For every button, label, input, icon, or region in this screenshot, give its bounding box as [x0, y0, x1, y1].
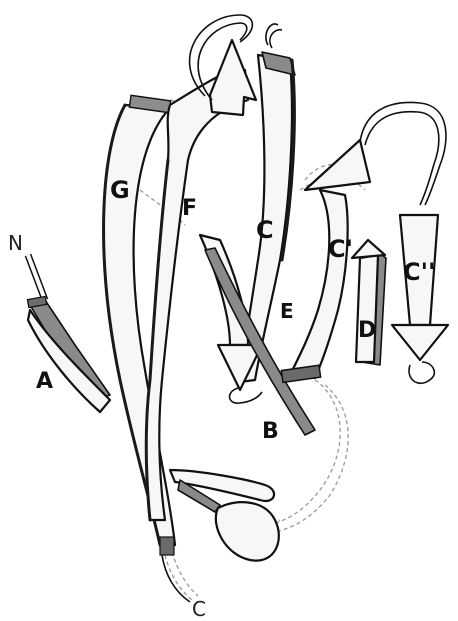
label-strand-b: B: [262, 419, 279, 444]
label-strand-d: D: [358, 318, 376, 343]
label-strand-c-prime: C': [328, 235, 353, 263]
loop-c-bottom: [230, 388, 262, 403]
strand-c-prime-arrowhead: [305, 140, 370, 190]
dashed-loop-b-lower-2: [275, 385, 348, 532]
label-n-terminus: N: [8, 231, 23, 255]
label-strand-c-double-prime: C'': [403, 258, 435, 286]
label-c-terminus: C: [192, 597, 206, 621]
strand-c-double-prime-arrowhead: [392, 325, 448, 360]
strand-a: [27, 296, 110, 412]
label-strand-e: E: [280, 299, 294, 323]
label-strand-f: F: [182, 196, 197, 221]
label-strand-c: C: [256, 216, 274, 244]
strand-f-arrowhead: [210, 40, 256, 115]
loop-bottom-twist: [170, 470, 279, 561]
label-strand-g: G: [110, 176, 130, 204]
loop-c-prime-to-c-double-prime: [360, 102, 446, 205]
strand-d: [352, 240, 386, 365]
loop-c-double-prime-to-d: [409, 362, 434, 383]
n-terminus-stick: [28, 255, 45, 300]
dashed-loop-b-lower: [270, 380, 340, 525]
strand-c-double-prime: [392, 215, 448, 360]
label-strand-a: A: [36, 369, 53, 394]
